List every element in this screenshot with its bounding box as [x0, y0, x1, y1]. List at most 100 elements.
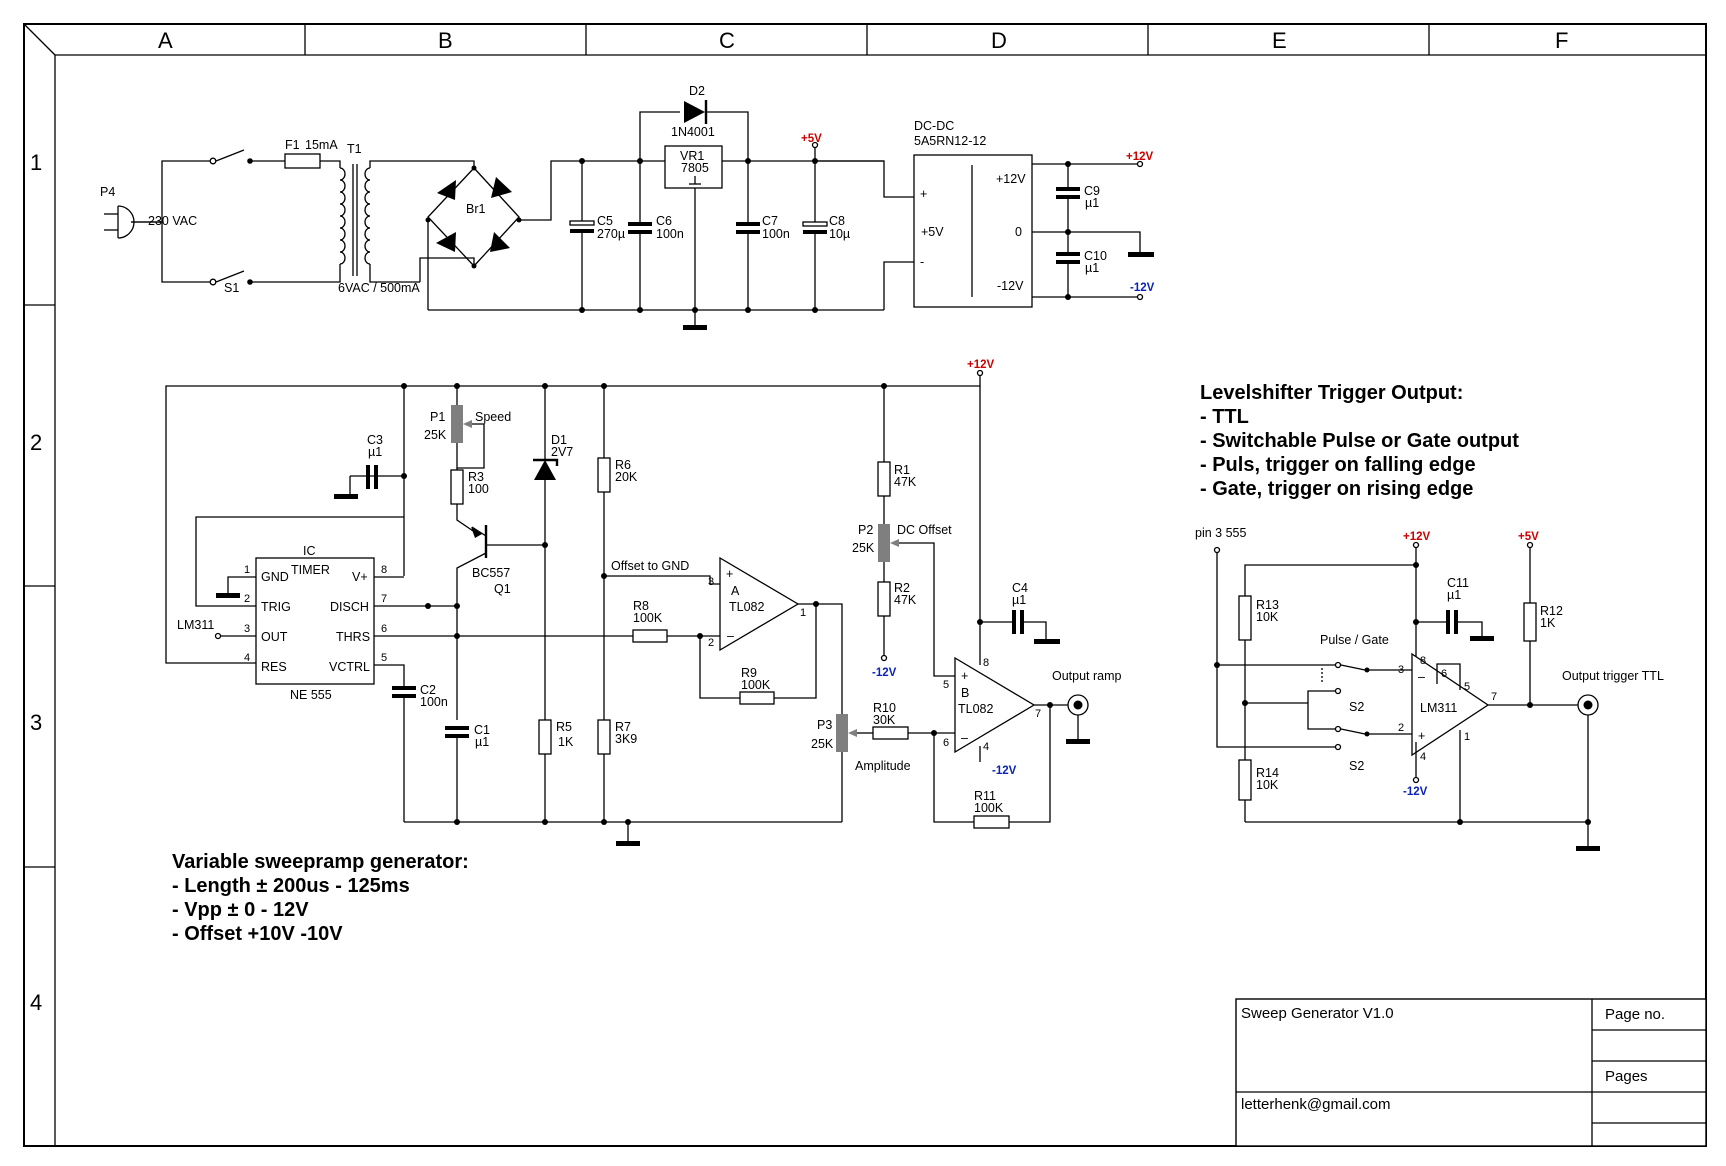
- r12-value: 1K: [1540, 616, 1556, 630]
- opa-pin2: 2: [708, 637, 714, 649]
- pin3-label: pin 3 555: [1195, 526, 1246, 540]
- c5-label: C5: [597, 214, 613, 228]
- row-label-3: 3: [30, 710, 42, 735]
- resistor-r1: [877, 461, 891, 497]
- row-label-2: 2: [30, 430, 42, 455]
- s2-label-bottom: S2: [1349, 759, 1364, 773]
- mains-label: 230 VAC: [148, 214, 197, 228]
- r6-label: R6: [615, 458, 631, 472]
- ic-pin-thrs: THRS: [336, 630, 370, 644]
- offset-pot-p2: [878, 524, 890, 562]
- ic-pin-res: RES: [261, 660, 287, 674]
- col-label-c: C: [719, 28, 735, 53]
- output-ramp-label: Output ramp: [1052, 669, 1122, 683]
- title-block-title: Sweep Generator V1.0: [1241, 1005, 1394, 1022]
- cmp-plus: +: [1418, 729, 1425, 743]
- opb-pin8: 8: [983, 657, 989, 669]
- title-block-author: letterhenk@gmail.com: [1241, 1096, 1390, 1113]
- fuse-label: F1: [285, 138, 300, 152]
- cmp-pin8: 8: [1420, 655, 1426, 667]
- p2-label: P2: [858, 523, 873, 537]
- dcdc-out-neg: -12V: [997, 279, 1024, 293]
- output-trigger-connector: Output trigger TTL: [1562, 669, 1664, 851]
- c10-value: µ1: [1085, 261, 1099, 275]
- trigger-output-section: pin 3 555 +12V R13 10K R14 10K: [1195, 526, 1664, 851]
- vr1-label: VR1: [680, 149, 704, 163]
- cmp-pin2: 2: [1398, 722, 1404, 734]
- ic-pin-disch: DISCH: [330, 600, 369, 614]
- mains-switch-s1: S1: [209, 149, 253, 295]
- opa-pin3: 3: [708, 576, 714, 588]
- pulse-gate-switch-s2[interactable]: Pulse / Gate S2 S2: [1245, 633, 1389, 773]
- resistor-r14: [1238, 759, 1252, 801]
- r12-label: R12: [1540, 604, 1563, 618]
- col-label-d: D: [991, 28, 1007, 53]
- c7-label: C7: [762, 214, 778, 228]
- dcdc-part: 5A5RN12-12: [914, 134, 986, 148]
- r7-value: 3K9: [615, 732, 637, 746]
- opb-type: TL082: [958, 702, 993, 716]
- resistor-r8: [632, 629, 668, 643]
- sweep-rail-12v: +12V: [967, 359, 995, 371]
- opb-pin4: 4: [983, 741, 989, 753]
- c3-label: C3: [367, 433, 383, 447]
- sweep-notes: Variable sweepramp generator: - Length ±…: [172, 851, 469, 945]
- notes-right-line: - Switchable Pulse or Gate output: [1200, 430, 1519, 452]
- rail-label-12v: +12V: [1126, 151, 1154, 163]
- r8-label: R8: [633, 599, 649, 613]
- r10-label: R10: [873, 701, 896, 715]
- r5-value: 1K: [558, 735, 574, 749]
- r3-label: R3: [468, 470, 484, 484]
- r11-value: 100K: [974, 801, 1004, 815]
- c2-label: C2: [420, 683, 436, 697]
- switch-name: Pulse / Gate: [1320, 633, 1389, 647]
- cmp-pin4: 4: [1420, 751, 1426, 763]
- ic-type: NE 555: [290, 688, 332, 702]
- c4-label: C4: [1012, 581, 1028, 595]
- r9-value: 100K: [741, 678, 771, 692]
- r14-label: R14: [1256, 766, 1279, 780]
- col-label-b: B: [438, 28, 453, 53]
- rail-label-m12v: -12V: [1130, 282, 1155, 294]
- opa-label: A: [731, 584, 740, 598]
- cmp-pin6: 6: [1441, 668, 1447, 680]
- r14-value: 10K: [1256, 778, 1279, 792]
- bridge-label: Br1: [466, 202, 486, 216]
- c5-value: 270µ: [597, 227, 625, 241]
- ic-num-7: 7: [381, 593, 387, 605]
- resistor-r3: [450, 469, 464, 505]
- dcdc-out-pos: +12V: [996, 172, 1026, 186]
- ic-num-4: 4: [244, 652, 250, 664]
- dcdc-converter: DC-DC 5A5RN12-12 + +5V - +12V 0 -12V: [913, 119, 1033, 308]
- d1-label: D1: [551, 433, 567, 447]
- r2-value: 47K: [894, 593, 917, 607]
- c6-label: C6: [656, 214, 672, 228]
- p3-label: P3: [817, 718, 832, 732]
- d2-label: D2: [689, 84, 705, 98]
- transformer-t1: T1 6VAC / 500mA: [338, 142, 420, 295]
- plug-label: P4: [100, 185, 115, 199]
- opb-rail-m12v: -12V: [992, 765, 1017, 777]
- opb-label: B: [961, 686, 969, 700]
- power-supply-section: P4 230 VAC S1 F1 15mA T1 6VAC / 5: [100, 84, 1155, 330]
- c4-value: µ1: [1012, 593, 1026, 607]
- speed-pot-p1: [451, 405, 463, 443]
- resistor-r6: [597, 457, 611, 493]
- notes-left-line: - Length ± 200us - 125ms: [172, 875, 410, 897]
- comparator-lm311: – + LM311 3 2 8 6 5 7 4 1: [1398, 652, 1497, 763]
- p1-value: 25K: [424, 428, 447, 442]
- p1-name: Speed: [475, 410, 511, 424]
- fuse-f1: [284, 153, 321, 169]
- regulator-vr1: [664, 145, 723, 189]
- zener-d1: [534, 460, 556, 480]
- dcdc-out-zero: 0: [1015, 225, 1022, 239]
- ic-num-3: 3: [244, 623, 250, 635]
- cmp-label: LM311: [1420, 701, 1457, 715]
- opb-plus: +: [961, 669, 968, 683]
- ic-out-ref: LM311: [177, 618, 214, 632]
- ic-pin-vctrl: VCTRL: [329, 660, 370, 674]
- ic-title: IC: [303, 544, 316, 558]
- r13-label: R13: [1256, 598, 1279, 612]
- diode-d2: [684, 101, 705, 123]
